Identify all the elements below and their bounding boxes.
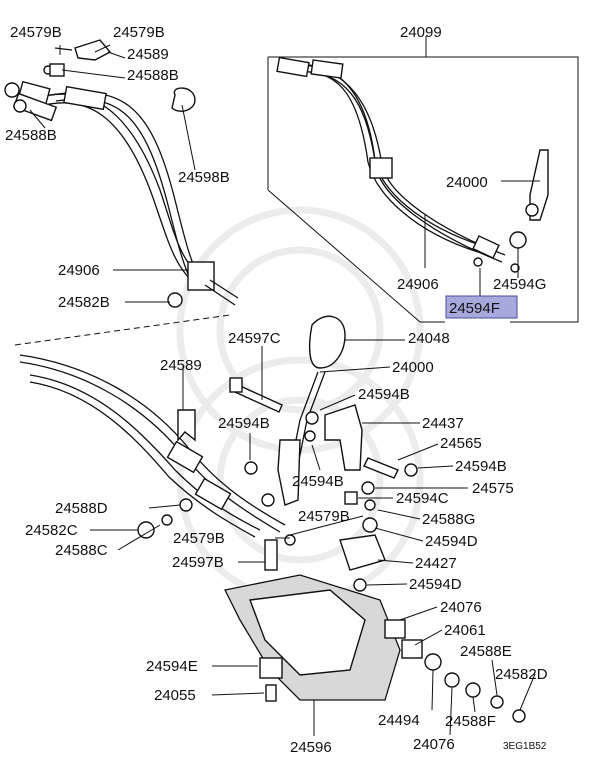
part-label-24588B[interactable]: 24588B (127, 67, 179, 84)
part-label-24582D[interactable]: 24582D (495, 666, 548, 683)
part-label-24594D[interactable]: 24594D (425, 533, 478, 550)
part-label-24579B[interactable]: 24579B (173, 530, 225, 547)
part-label-24076[interactable]: 24076 (413, 736, 455, 753)
part-label-24596[interactable]: 24596 (290, 739, 332, 756)
highlight-box (445, 295, 518, 319)
part-label-24076[interactable]: 24076 (440, 599, 482, 616)
part-label-24588G[interactable]: 24588G (422, 511, 475, 528)
part-label-24598B[interactable]: 24598B (178, 169, 230, 186)
part-label-24589[interactable]: 24589 (160, 357, 202, 374)
part-label-24597C[interactable]: 24597C (228, 330, 281, 347)
part-label-24579B[interactable]: 24579B (113, 24, 165, 41)
part-label-24000[interactable]: 24000 (392, 359, 434, 376)
part-label-24588E[interactable]: 24588E (460, 643, 512, 660)
part-label-24427[interactable]: 24427 (415, 555, 457, 572)
part-label-24594B[interactable]: 24594B (455, 458, 507, 475)
part-label-24594D[interactable]: 24594D (409, 576, 462, 593)
part-label-24575[interactable]: 24575 (472, 480, 514, 497)
inset-box (14, 56, 579, 346)
part-label-24594B[interactable]: 24594B (292, 473, 344, 490)
part-label-24594B[interactable]: 24594B (358, 386, 410, 403)
shifter-assembly (19, 315, 526, 723)
part-label-24494[interactable]: 24494 (378, 712, 420, 729)
part-label-24565[interactable]: 24565 (440, 435, 482, 452)
part-label-24061[interactable]: 24061 (444, 622, 486, 639)
part-label-24055[interactable]: 24055 (154, 687, 196, 704)
part-label-24588C[interactable]: 24588C (55, 542, 108, 559)
cable-assembly-left (4, 39, 239, 308)
part-label-24582C[interactable]: 24582C (25, 522, 78, 539)
part-label-24594E[interactable]: 24594E (146, 658, 198, 675)
part-label-24906[interactable]: 24906 (58, 262, 100, 279)
part-label-24594G[interactable]: 24594G (493, 276, 546, 293)
part-label-24588D[interactable]: 24588D (55, 500, 108, 517)
part-label-24582B[interactable]: 24582B (58, 294, 110, 311)
part-labels: 24579B 24579B 24589 24588B 24588B 24598B… (5, 24, 548, 756)
diagram-code: 3EG1B52 (503, 741, 547, 752)
part-label-24579B[interactable]: 24579B (298, 508, 350, 525)
part-label-24594F[interactable]: 24594F (449, 300, 500, 317)
part-label-24579B[interactable]: 24579B (10, 24, 62, 41)
part-label-24588F[interactable]: 24588F (445, 713, 496, 730)
part-label-24048[interactable]: 24048 (408, 330, 450, 347)
part-label-24594C[interactable]: 24594C (396, 490, 449, 507)
part-label-24906[interactable]: 24906 (397, 276, 439, 293)
cable-assembly-inset (276, 56, 549, 273)
part-label-24597B[interactable]: 24597B (172, 554, 224, 571)
leader-lines (29, 36, 540, 736)
part-label-24589[interactable]: 24589 (127, 46, 169, 63)
part-label-24000[interactable]: 24000 (446, 174, 488, 191)
part-label-24594B[interactable]: 24594B (218, 415, 270, 432)
part-label-24437[interactable]: 24437 (422, 415, 464, 432)
part-label-24099[interactable]: 24099 (400, 24, 442, 41)
part-label-24588B[interactable]: 24588B (5, 127, 57, 144)
